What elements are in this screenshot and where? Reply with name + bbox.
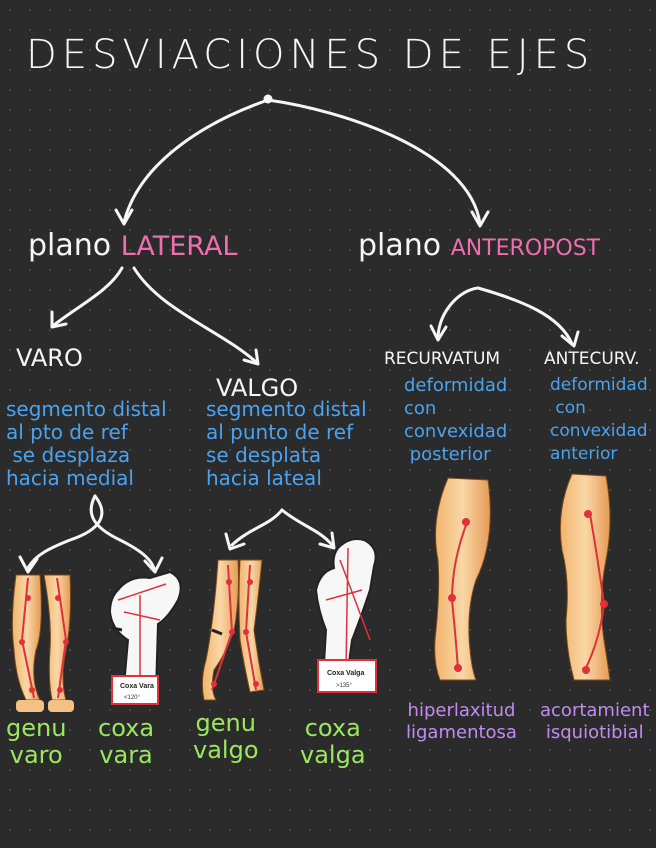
leg-recurvatum-illustration [434,477,491,681]
leg-antecurvatum-illustration [559,473,611,681]
plane-lateral-label: plano LATERAL [28,228,237,263]
category-varo-title: VARO [16,344,83,372]
label-genu-valgo: genu valgo [193,709,259,764]
coxa-valga-stamp-value: >135° [336,683,353,689]
category-recurvatum-title: RECURVATUM [384,349,501,369]
label-acortamiento: acortamient isquiotibial [540,700,650,743]
femur-coxa-valga-illustration: Coxa Valga >135° [314,538,377,693]
coxa-valga-stamp-title: Coxa Valga [327,670,364,677]
legs-valgus-illustration [201,559,265,701]
plane-lateral-prefix: plano [28,228,112,263]
label-genu-varo: genu varo [6,714,67,769]
plane-anteropost-label: plano ANTEROPOST [358,228,600,263]
coxa-vara-stamp-value: <120° [124,695,141,701]
category-varo-description: segmento distal al pto de ref se desplaz… [6,397,167,490]
plane-lateral-accent: LATERAL [120,231,238,262]
coxa-vara-stamp-title: Coxa Vara [120,683,154,690]
label-coxa-vara: coxa vara [98,714,155,769]
label-coxa-valga: coxa valga [300,714,366,769]
category-valgo-title: VALGO [216,374,299,402]
femur-coxa-vara-illustration: Coxa Vara <120° [108,570,182,705]
category-recurvatum-description: deformidad con convexidad posterior [404,375,508,465]
diagram-title: DESVIACIONES DE EJES [26,32,595,78]
label-hiperlaxitud: hiperlaxitud ligamentosa [406,700,517,743]
category-antecurv-title: ANTECURV. [544,349,640,369]
category-antecurv-description: deformidad con convexidad anterior [550,375,648,464]
plane-anteropost-prefix: plano [358,228,442,263]
plane-anteropost-accent: ANTEROPOST [450,236,601,261]
category-valgo-description: segmento distal al punto de ref se despl… [206,397,367,490]
legs-varus-illustration [11,574,74,712]
